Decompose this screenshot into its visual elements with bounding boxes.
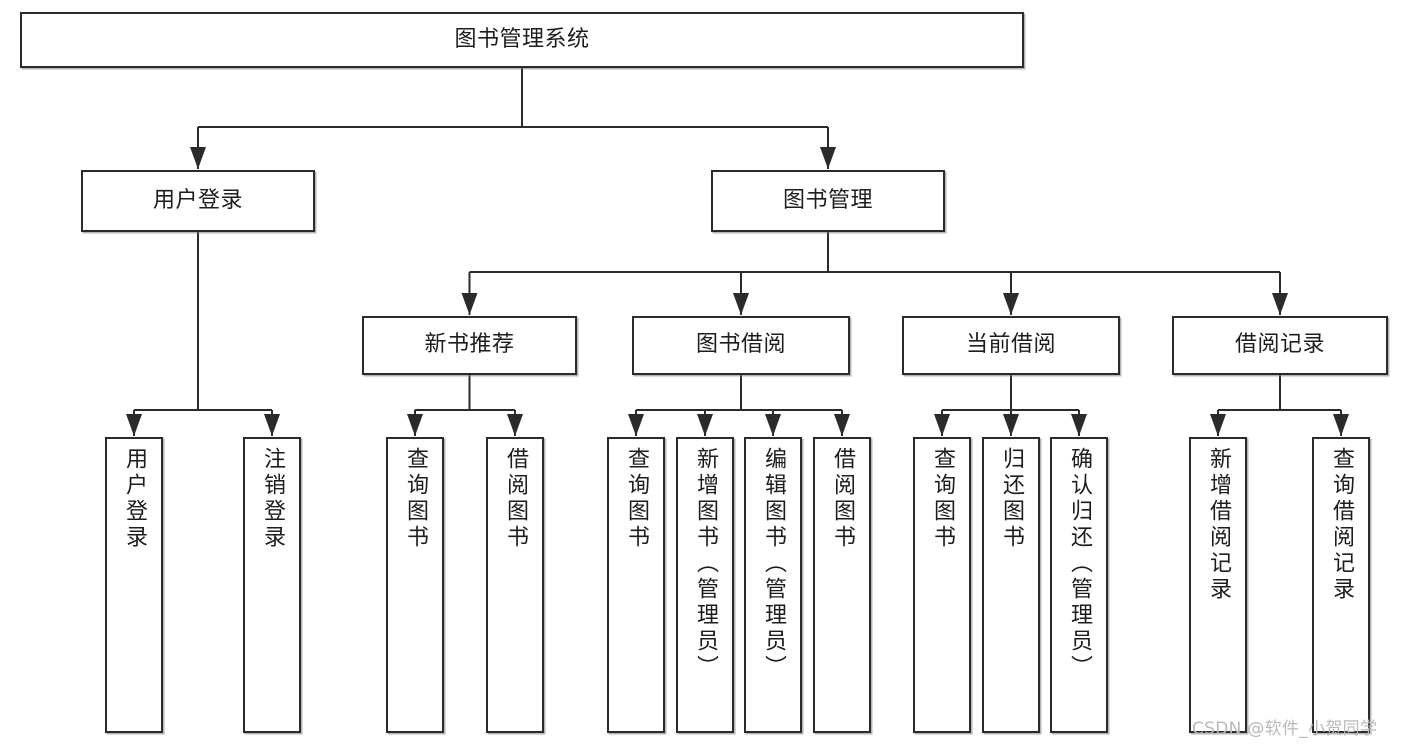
arrowhead <box>1210 414 1226 436</box>
arrowhead <box>1071 414 1087 436</box>
node-label: 新增图书（管理员） <box>693 447 718 681</box>
node-label: 确认归还（管理员） <box>1067 447 1092 681</box>
node-label: 查询图书 <box>403 447 428 551</box>
node-label: 新增借阅记录 <box>1206 447 1231 603</box>
node-leaf_2[interactable]: 查询图书 <box>386 437 444 733</box>
node-leaf_10[interactable]: 确认归还（管理员） <box>1050 437 1108 733</box>
node-label: 编辑图书（管理员） <box>761 447 786 681</box>
arrowhead <box>1272 293 1288 315</box>
arrowhead <box>264 414 280 436</box>
node-l2_0[interactable]: 新书推荐 <box>362 316 577 375</box>
arrowhead <box>461 293 478 315</box>
node-label: 图书借阅 <box>695 332 786 358</box>
arrowhead <box>697 414 713 436</box>
node-label: 查询图书 <box>624 447 649 551</box>
node-leaf_0[interactable]: 用户登录 <box>105 437 163 733</box>
node-root[interactable]: 图书管理系统 <box>20 12 1024 68</box>
node-label: 查询图书 <box>930 447 955 551</box>
node-leaf_1[interactable]: 注销登录 <box>243 437 301 733</box>
arrowhead <box>765 414 781 436</box>
node-label: 注销登录 <box>260 447 285 551</box>
node-leaf_3[interactable]: 借阅图书 <box>486 437 544 733</box>
node-leaf_9[interactable]: 归还图书 <box>982 437 1040 733</box>
arrowhead <box>126 414 142 436</box>
node-l1_0[interactable]: 用户登录 <box>81 170 315 232</box>
arrowhead <box>190 147 206 169</box>
node-leaf_6[interactable]: 编辑图书（管理员） <box>744 437 802 733</box>
node-l1_1[interactable]: 图书管理 <box>711 170 945 232</box>
node-l2_3[interactable]: 借阅记录 <box>1172 316 1388 375</box>
node-label: 用户登录 <box>152 187 243 213</box>
node-leaf_7[interactable]: 借阅图书 <box>813 437 871 733</box>
node-label: 借阅记录 <box>1234 332 1325 358</box>
node-leaf_11[interactable]: 新增借阅记录 <box>1189 437 1247 733</box>
node-label: 图书管理系统 <box>454 26 590 52</box>
arrowhead <box>1003 414 1019 436</box>
node-leaf_5[interactable]: 新增图书（管理员） <box>676 437 734 733</box>
node-label: 归还图书 <box>999 447 1024 551</box>
node-leaf_8[interactable]: 查询图书 <box>913 437 971 733</box>
arrowhead <box>628 414 644 436</box>
node-label: 用户登录 <box>122 447 147 551</box>
connector-group <box>126 68 1349 436</box>
node-label: 查询借阅记录 <box>1329 447 1354 603</box>
node-label: 借阅图书 <box>830 447 855 551</box>
arrowhead <box>507 414 523 436</box>
arrowhead <box>834 414 850 436</box>
node-l2_2[interactable]: 当前借阅 <box>902 316 1120 375</box>
node-leaf_4[interactable]: 查询图书 <box>607 437 665 733</box>
node-label: 新书推荐 <box>424 332 515 358</box>
node-l2_1[interactable]: 图书借阅 <box>632 316 850 375</box>
arrowhead <box>1003 293 1019 315</box>
arrowhead <box>733 293 749 315</box>
node-label: 借阅图书 <box>503 447 528 551</box>
arrowhead <box>820 147 836 169</box>
arrowhead <box>934 414 950 436</box>
node-label: 当前借阅 <box>965 332 1056 358</box>
node-leaf_12[interactable]: 查询借阅记录 <box>1312 437 1370 733</box>
node-label: 图书管理 <box>782 187 873 213</box>
arrowhead <box>1333 414 1349 436</box>
arrowhead <box>407 414 423 436</box>
